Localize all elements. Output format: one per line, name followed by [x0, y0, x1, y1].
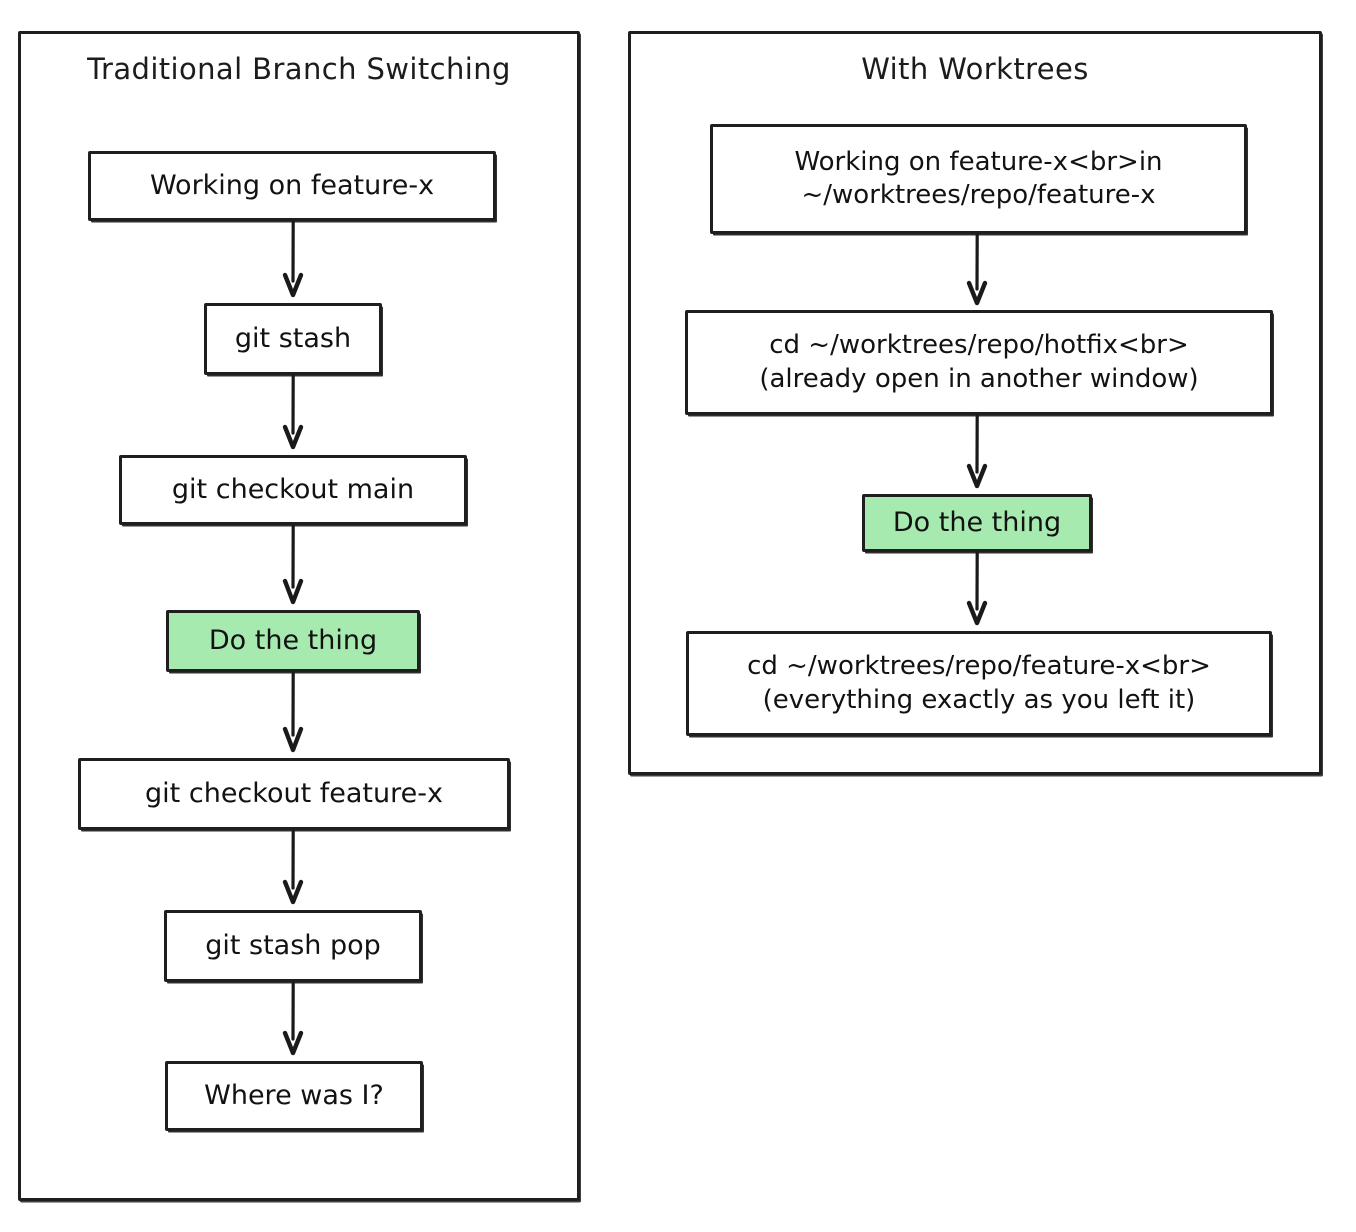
node-cd-hotfix[interactable]: cd ~/worktrees/repo/hotfix<br> (already …	[685, 310, 1273, 415]
node-label: Where was I?	[204, 1079, 384, 1111]
node-do-the-thing-worktree[interactable]: Do the thing	[862, 494, 1092, 552]
node-label: Do the thing	[208, 624, 378, 656]
node-label: Working on feature-x<br>in ~/worktrees/r…	[794, 146, 1163, 210]
node-working-on-feature-x[interactable]: Working on feature-x	[88, 151, 496, 221]
node-label: git stash pop	[205, 929, 381, 961]
node-git-stash-pop[interactable]: git stash pop	[164, 910, 422, 982]
node-label: cd ~/worktrees/repo/hotfix<br> (already …	[759, 330, 1199, 394]
edge-t3-to-t4	[273, 524, 313, 610]
node-label: cd ~/worktrees/repo/feature-x<br> (every…	[747, 651, 1211, 715]
node-label: git checkout feature-x	[145, 777, 443, 809]
node-label: Do the thing	[892, 506, 1062, 538]
node-label: git stash	[234, 322, 352, 354]
edge-w1-to-w2	[957, 233, 997, 310]
node-cd-feature-x[interactable]: cd ~/worktrees/repo/feature-x<br> (every…	[686, 631, 1272, 736]
edge-t1-to-t2	[273, 220, 313, 303]
node-git-checkout-main[interactable]: git checkout main	[119, 455, 467, 525]
edge-t6-to-t7	[273, 981, 313, 1061]
edge-w2-to-w3	[957, 414, 997, 494]
edge-t5-to-t6	[273, 829, 313, 910]
node-git-checkout-feature-x[interactable]: git checkout feature-x	[78, 758, 510, 830]
node-label: git checkout main	[171, 473, 415, 505]
node-git-stash[interactable]: git stash	[204, 303, 382, 375]
edge-w3-to-w4	[957, 551, 997, 631]
edge-t2-to-t3	[273, 374, 313, 455]
node-working-on-feature-x-worktree[interactable]: Working on feature-x<br>in ~/worktrees/r…	[710, 124, 1247, 234]
subgraph-title-traditional: Traditional Branch Switching	[87, 52, 511, 86]
subgraph-title-worktrees: With Worktrees	[861, 52, 1089, 86]
node-do-the-thing-traditional[interactable]: Do the thing	[166, 610, 420, 672]
node-where-was-i[interactable]: Where was I?	[165, 1061, 423, 1131]
node-label: Working on feature-x	[149, 169, 435, 201]
edge-t4-to-t5	[273, 671, 313, 758]
